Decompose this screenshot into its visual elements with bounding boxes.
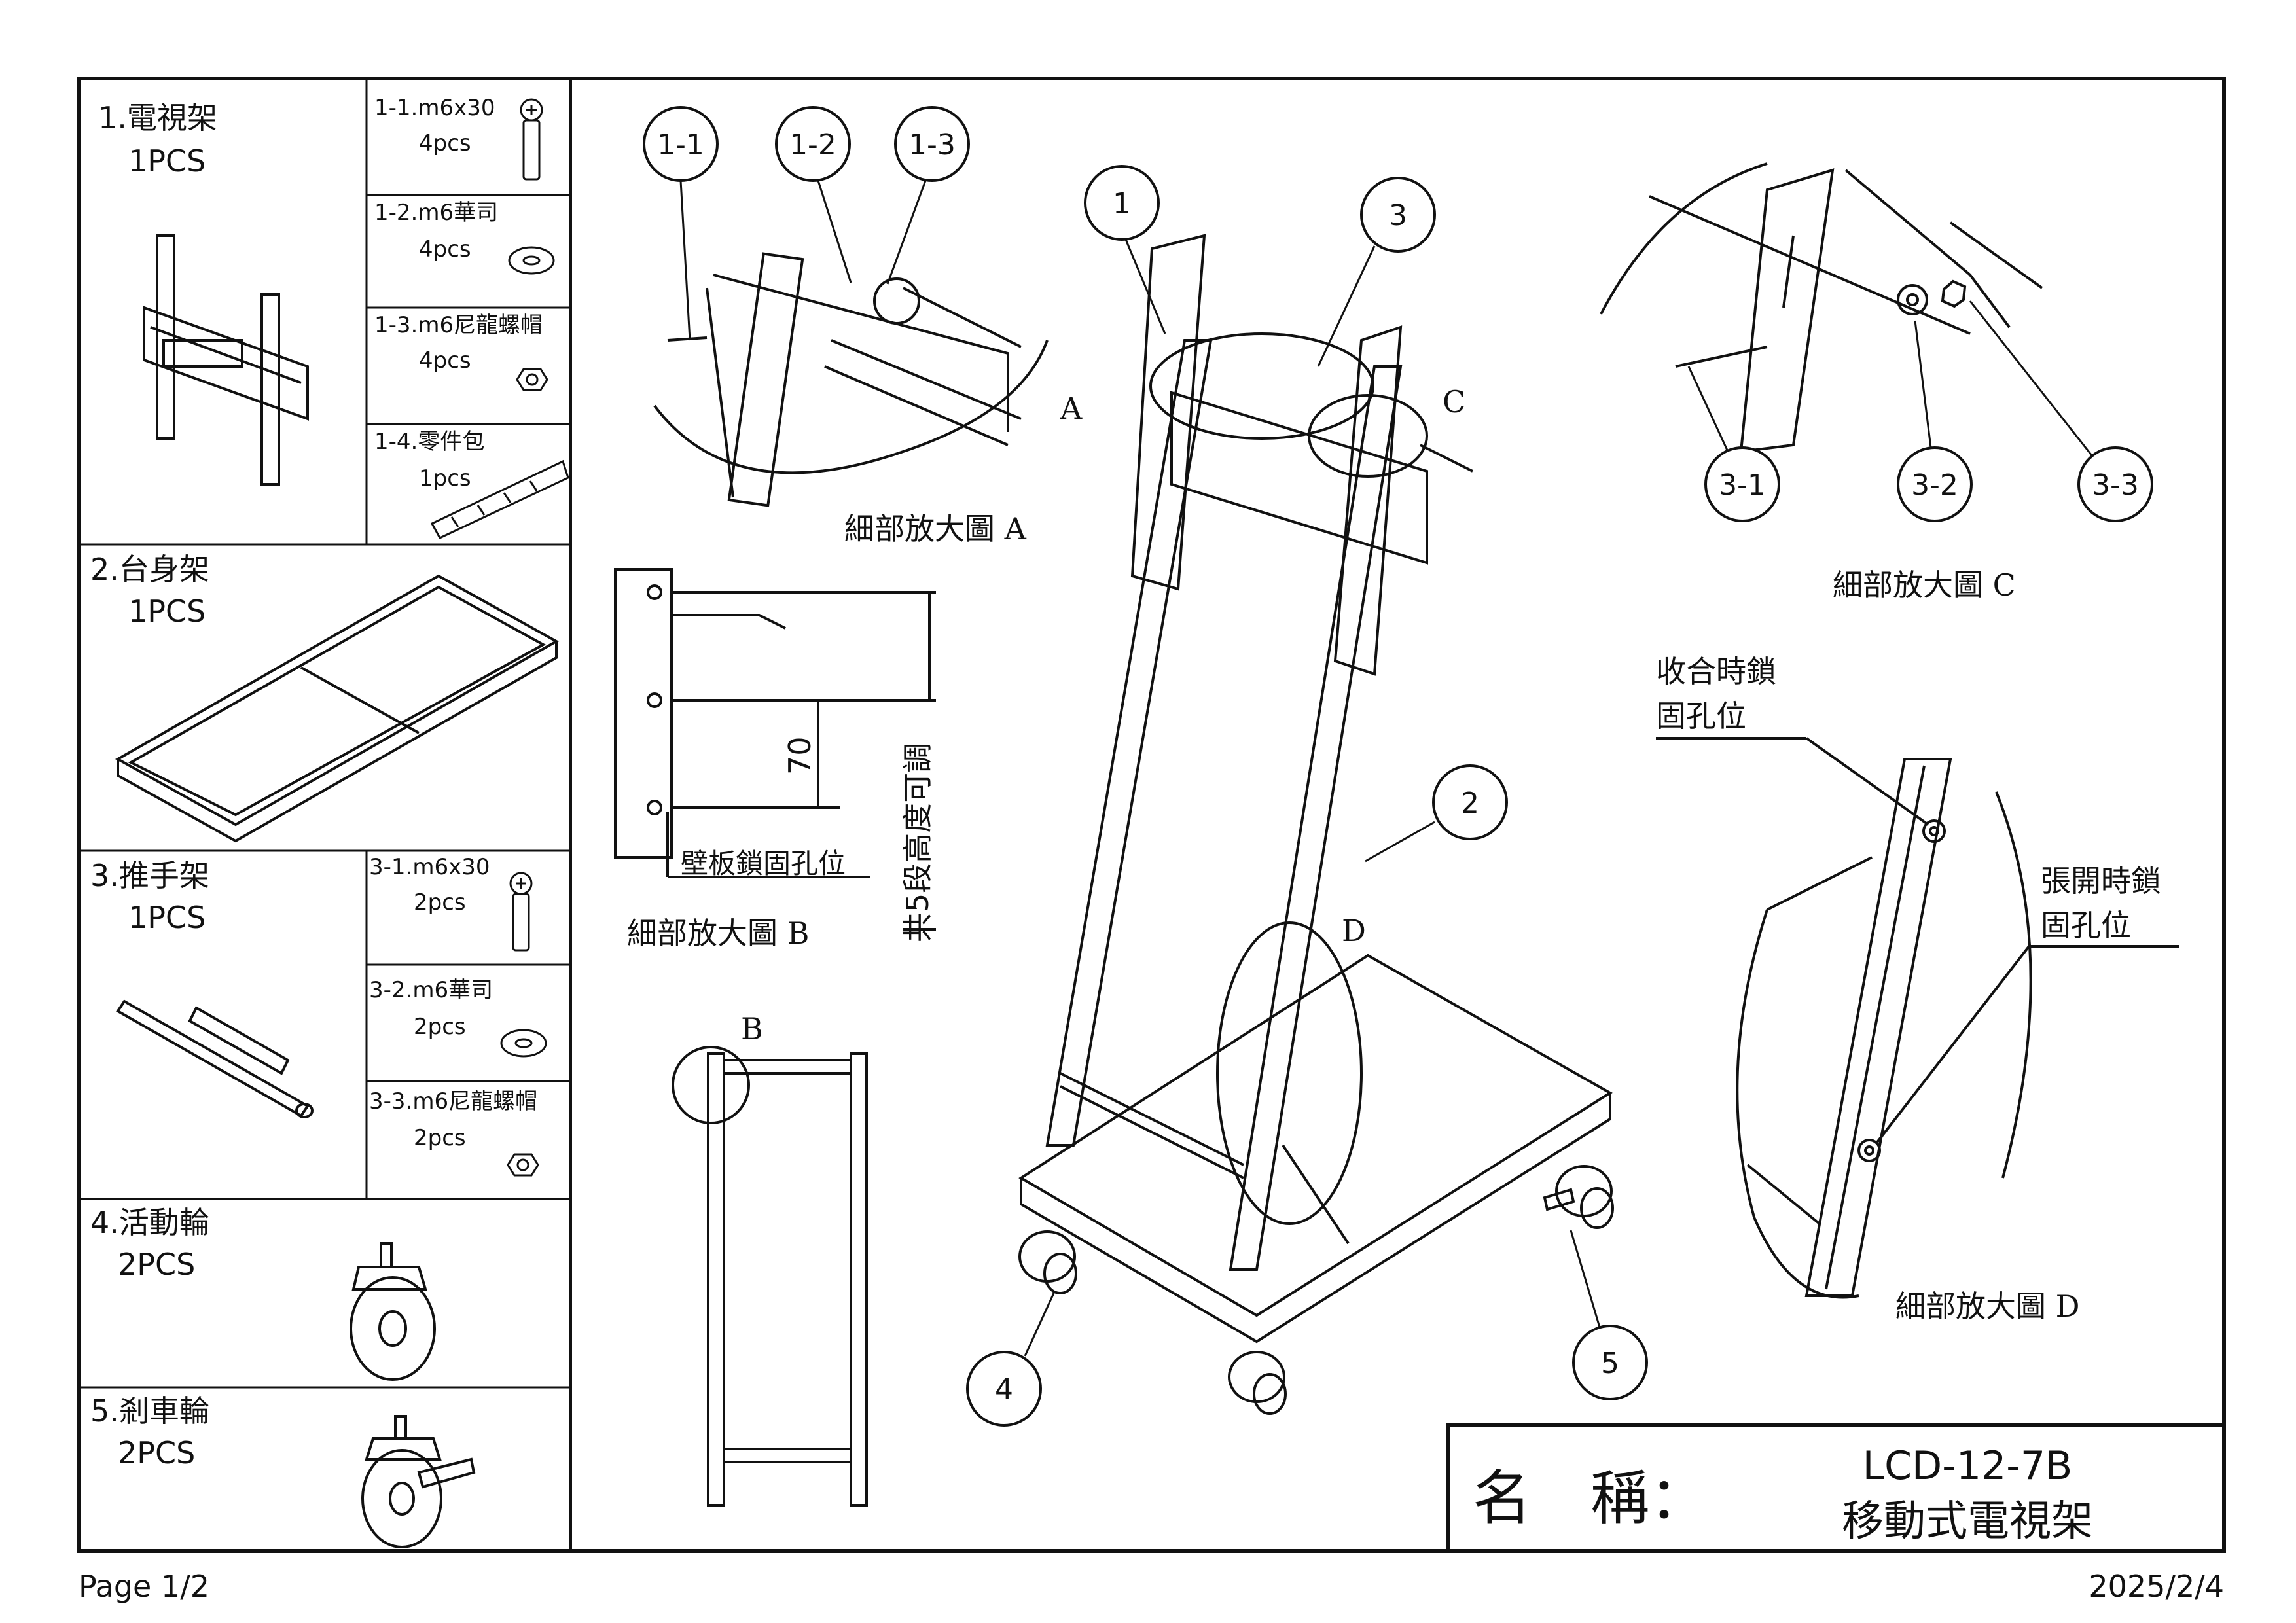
detail-b-caption: 細部放大圖 B xyxy=(627,916,809,951)
callout-3: 3 xyxy=(1317,177,1436,367)
dimension-70: 70 xyxy=(782,736,817,775)
caster-wheel-drawing xyxy=(350,1242,436,1381)
page-number: Page 1/2 xyxy=(79,1569,209,1604)
callout-3-1: 3-1 xyxy=(1687,366,1780,522)
callout-3-2: 3-2 xyxy=(1897,320,1973,522)
part-3-2-name: 3-2.m6華司 xyxy=(369,977,493,1003)
brake-caster-drawing xyxy=(361,1415,476,1548)
lock-open-label-line1: 張開時鎖 xyxy=(2041,863,2161,899)
callout-1-1: 1-1 xyxy=(643,106,719,341)
detail-b-marker: B xyxy=(741,1011,763,1046)
part-3-qty: 1PCS xyxy=(128,900,206,935)
svg-text:3-1: 3-1 xyxy=(1719,469,1766,502)
detail-a-marker: A xyxy=(1060,391,1083,426)
callout-3-3: 3-3 xyxy=(1969,300,2153,522)
sheet-border xyxy=(77,77,2226,1553)
callout-5: 5 xyxy=(1570,1230,1648,1400)
svg-text:2: 2 xyxy=(1461,787,1479,820)
part-1-2-qty: 4pcs xyxy=(419,236,471,262)
detail-d-marker: D xyxy=(1342,913,1366,948)
parts-bag-icon xyxy=(430,459,569,539)
screw-icon xyxy=(520,98,543,181)
title-block-label: 名 稱： xyxy=(1473,1464,1708,1533)
washer-icon xyxy=(500,1029,547,1058)
part-4-title: 4.活動輪 xyxy=(90,1205,209,1240)
caster-drawing xyxy=(1228,1351,1287,1415)
svg-text:3-3: 3-3 xyxy=(2092,469,2139,502)
detail-c-drawing xyxy=(1600,162,2043,454)
detail-b-drawing xyxy=(614,568,936,931)
part-4-qty: 2PCS xyxy=(118,1247,195,1282)
title-block xyxy=(1446,1423,2226,1553)
part-3-3-name: 3-3.m6尼龍螺帽 xyxy=(369,1088,537,1115)
detail-d-drawing xyxy=(1656,737,2179,1299)
callout-1-2: 1-2 xyxy=(775,106,852,283)
svg-text:1: 1 xyxy=(1113,187,1131,221)
part-1-4-name: 1-4.零件包 xyxy=(374,429,484,455)
part-1-1-name: 1-1.m6x30 xyxy=(374,95,495,121)
caster-5-drawing xyxy=(1543,1165,1614,1229)
part-1-3-name: 1-3.m6尼龍螺帽 xyxy=(374,312,543,338)
screw-icon xyxy=(509,872,533,952)
callout-2: 2 xyxy=(1365,764,1508,863)
washer-icon xyxy=(508,246,555,275)
main-assembly-drawing xyxy=(1018,234,1613,1344)
part-1-qty: 1PCS xyxy=(128,143,206,179)
part-1-2-name: 1-2.m6華司 xyxy=(374,200,498,226)
part-5-qty: 2PCS xyxy=(118,1435,195,1471)
callout-1-3: 1-3 xyxy=(886,106,970,285)
part-3-2-qty: 2pcs xyxy=(414,1014,466,1040)
height-adjust-label: 共5段高度可調 xyxy=(900,743,935,942)
svg-text:1-1: 1-1 xyxy=(657,128,704,162)
detail-a-caption: 細部放大圖 A xyxy=(844,511,1027,546)
parts-table-lines xyxy=(79,194,571,1389)
svg-text:3-2: 3-2 xyxy=(1911,469,1958,502)
part-1-title: 1.電視架 xyxy=(98,100,217,135)
part-1-1-qty: 4pcs xyxy=(419,130,471,156)
nylon-nut-icon xyxy=(507,1153,539,1177)
lock-closed-label-line2: 固孔位 xyxy=(1656,698,1746,734)
detail-c-marker: C xyxy=(1443,384,1465,419)
svg-text:1-2: 1-2 xyxy=(789,128,836,162)
detail-d-caption: 細部放大圖 D xyxy=(1895,1289,2080,1324)
part-3-3-qty: 2pcs xyxy=(414,1125,466,1151)
lock-open-label-line2: 固孔位 xyxy=(2041,908,2131,943)
part-3-1-name: 3-1.m6x30 xyxy=(369,854,490,880)
part-3-title: 3.推手架 xyxy=(90,858,209,893)
product-name: 移動式電視架 xyxy=(1842,1497,2093,1546)
detail-c-caption: 細部放大圖 C xyxy=(1833,567,2016,603)
side-frame-drawing xyxy=(672,1046,868,1507)
part-3-1-qty: 2pcs xyxy=(414,889,466,916)
detail-a-drawing xyxy=(653,252,1049,507)
svg-text:3: 3 xyxy=(1389,199,1407,232)
part-1-3-qty: 4pcs xyxy=(419,348,471,374)
svg-text:4: 4 xyxy=(995,1373,1013,1406)
part-5-title: 5.剎車輪 xyxy=(90,1393,209,1429)
caster-4-drawing xyxy=(1018,1230,1077,1294)
part-1-4-qty: 1pcs xyxy=(419,465,471,491)
cart-base-drawing xyxy=(115,574,560,843)
push-handle-drawing xyxy=(116,999,314,1118)
callout-4: 4 xyxy=(966,1293,1055,1427)
svg-text:1-3: 1-3 xyxy=(908,128,956,162)
wall-hole-label: 壁板鎖固孔位 xyxy=(681,847,846,880)
nylon-nut-icon xyxy=(516,368,548,391)
callout-1: 1 xyxy=(1084,165,1166,334)
part-2-qty: 1PCS xyxy=(128,594,206,629)
tv-bracket-drawing xyxy=(143,234,309,486)
lock-closed-label-line1: 收合時鎖 xyxy=(1656,654,1776,689)
svg-text:5: 5 xyxy=(1601,1347,1619,1380)
part-2-title: 2.台身架 xyxy=(90,552,209,587)
model-number: LCD-12-7B xyxy=(1863,1443,2073,1489)
revision-date: 2025/2/4 xyxy=(2089,1569,2224,1604)
